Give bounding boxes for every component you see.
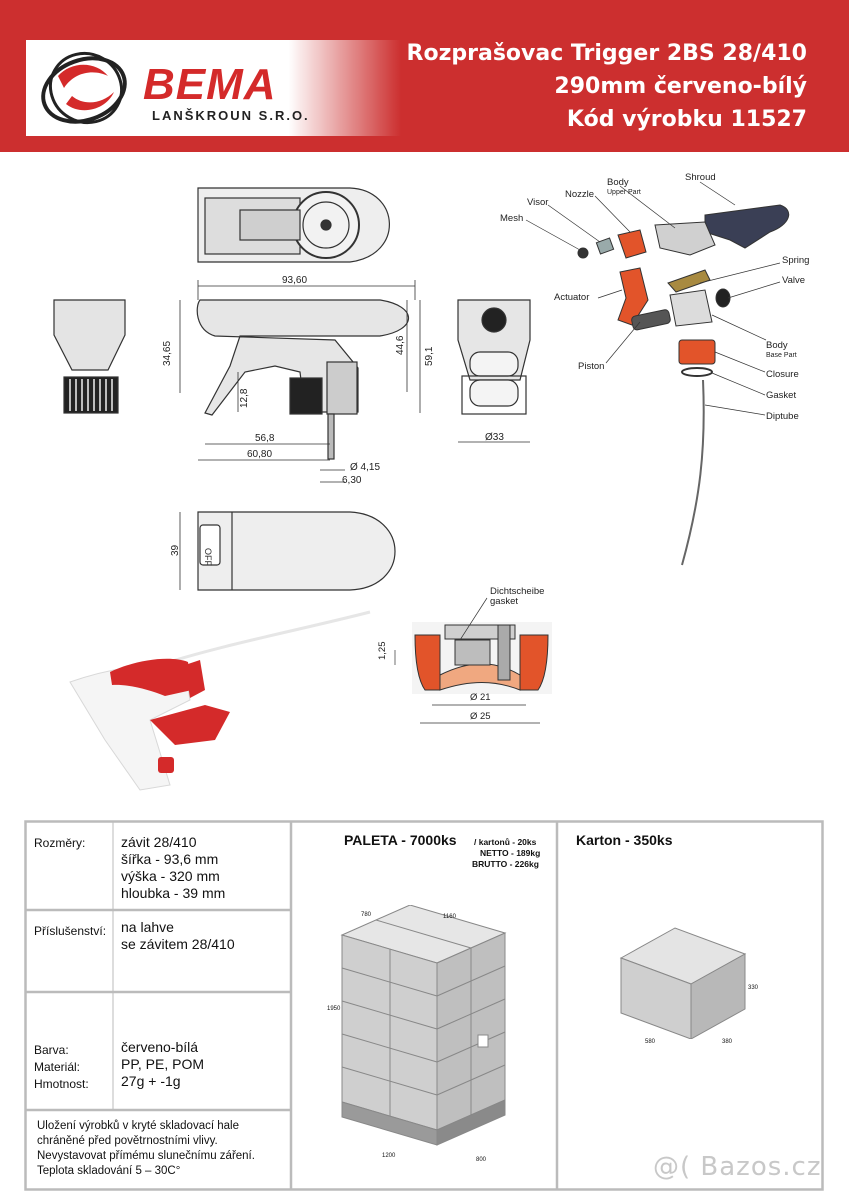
hmotnost-value: 27g + -1g <box>121 1073 181 1089</box>
storage-note-3: Nevystavovat přímému slunečnímu záření. <box>37 1150 255 1162</box>
product-photo <box>69 610 371 791</box>
karton-dim-left: 580 <box>645 1039 656 1045</box>
material-value: PP, PE, POM <box>121 1056 204 1072</box>
dim-h4: 12,8 <box>239 388 250 408</box>
rozmery-label: Rozměry: <box>34 836 86 850</box>
dim-d3: Ø 4,15 <box>350 462 380 473</box>
karton-title: Karton - 350ks <box>576 832 673 848</box>
part-gasket: Gasket <box>766 390 796 401</box>
part-body-upper-sub: Upper Part <box>607 189 641 196</box>
dim-h1: 34,65 <box>162 341 173 366</box>
dim-d1: 56,8 <box>255 433 275 444</box>
part-valve: Valve <box>782 275 805 286</box>
part-visor: Visor <box>527 197 548 208</box>
material-label: Materiál: <box>34 1060 81 1074</box>
logo-emblem-icon <box>41 51 127 125</box>
paleta-dim-height: 1950 <box>327 1006 341 1012</box>
dim-gasket-d2: Ø 25 <box>470 711 491 722</box>
dim-gasket-d1: Ø 21 <box>470 692 491 703</box>
watermark: @( Bazos.cz <box>653 1152 822 1182</box>
prislusenstvi-value-2: se závitem 28/410 <box>121 936 235 952</box>
paleta-brutto: BRUTTO - 226kg <box>472 859 539 869</box>
paleta-dim-top-left: 780 <box>361 912 372 918</box>
part-body-upper: Body <box>607 177 629 188</box>
part-spring: Spring <box>782 255 809 266</box>
barva-label: Barva: <box>34 1043 69 1057</box>
part-nozzle: Nozzle <box>565 189 594 200</box>
dim-width: 93,60 <box>282 275 307 286</box>
part-mesh: Mesh <box>500 213 523 224</box>
paleta-title: PALETA - 7000ks <box>344 832 457 848</box>
logo-subtitle: LANŠKROUN S.R.O. <box>152 108 310 123</box>
storage-note-2: chráněné před povětrnostními vlivy. <box>37 1135 218 1147</box>
part-piston: Piston <box>578 361 604 372</box>
hmotnost-label: Hmotnost: <box>34 1077 89 1091</box>
dim-h3: 59,1 <box>424 346 435 366</box>
karton-dim-height: 330 <box>748 985 759 991</box>
dim-d2: 60,80 <box>247 449 272 460</box>
rozmery-value-4: hloubka - 39 mm <box>121 885 226 901</box>
gasket-label2: gasket <box>490 596 518 607</box>
rozmery-value-1: závit 28/410 <box>121 834 197 850</box>
part-body-base: Body <box>766 340 788 351</box>
prislusenstvi-value-1: na lahve <box>121 919 174 935</box>
gasket-label1: Dichtscheibe <box>490 586 544 597</box>
paleta-dim-bottom-left: 1200 <box>382 1153 396 1159</box>
logo-wordmark: BEMA <box>143 60 277 109</box>
part-shroud: Shroud <box>685 172 716 183</box>
pallet-illustration <box>340 905 507 1146</box>
karton-illustration <box>619 927 747 1039</box>
dim-d5: Ø33 <box>485 432 504 443</box>
paleta-dim-bottom-right: 800 <box>476 1157 487 1163</box>
product-title-line2: 290mm červeno-bílý <box>554 74 807 99</box>
product-title-line3: Kód výrobku 11527 <box>566 107 807 132</box>
dim-h2: 44,6 <box>395 335 406 355</box>
product-title-line1: Rozprašovac Trigger 2BS 28/410 <box>406 41 807 66</box>
dim-depth: 39 <box>170 544 181 556</box>
spec-table-grid <box>24 820 824 1191</box>
part-body-base-sub: Base Part <box>766 352 797 359</box>
dim-gasket-h: 1,25 <box>377 642 388 661</box>
dim-d4: 6,30 <box>342 475 362 486</box>
paleta-dim-top-right: 1160 <box>443 914 456 920</box>
paleta-kartonu: / kartonů - 20ks <box>474 837 537 847</box>
karton-dim-right: 380 <box>722 1039 733 1045</box>
barva-value: červeno-bílá <box>121 1039 199 1055</box>
part-diptube: Diptube <box>766 411 799 422</box>
prislusenstvi-label: Příslušenství: <box>34 924 107 938</box>
paleta-netto: NETTO - 189kg <box>480 848 541 858</box>
rozmery-value-3: výška - 320 mm <box>121 868 220 884</box>
storage-note-4: Teplota skladování 5 – 30C° <box>37 1165 181 1177</box>
part-actuator: Actuator <box>554 292 589 303</box>
storage-note-1: Uložení výrobků v kryté skladovací hale <box>37 1120 239 1132</box>
rozmery-value-2: šířka - 93,6 mm <box>121 851 219 867</box>
part-closure: Closure <box>766 369 799 380</box>
technical-drawing: 93,60 34,65 44,6 59,1 12,8 56,8 60,80 Ø … <box>53 172 809 791</box>
off-label: OFF <box>203 548 213 566</box>
